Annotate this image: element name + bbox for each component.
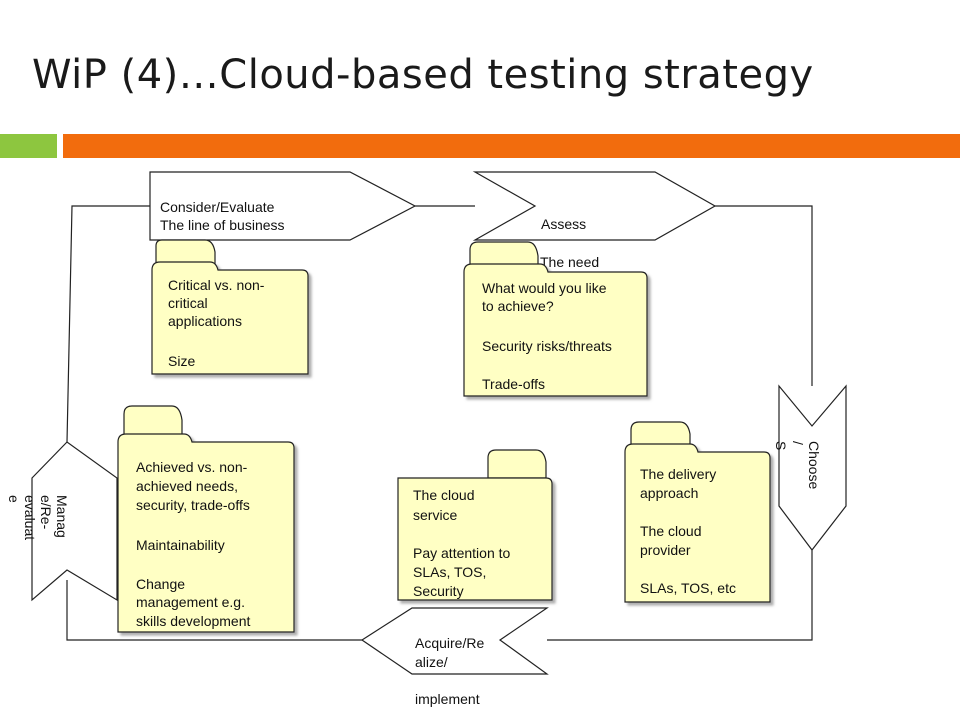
achieved-text-line4: Maintainability (136, 537, 225, 553)
achieved-text-line1: Achieved vs. non- (136, 459, 248, 475)
choose-slash: / (790, 441, 806, 445)
choose-label: Choose (806, 441, 822, 489)
acquire-label-line2: alize/ (415, 654, 448, 670)
folder-delivery-approach: The delivery approach The cloud provider… (624, 421, 771, 603)
achieve-text-line3: Security risks/threats (482, 338, 612, 354)
manage-label-line3: evaluat (22, 495, 38, 540)
achieved-text-line3: security, trade-offs (136, 497, 250, 513)
manage-label-line4: e (6, 495, 22, 503)
service-text-line1: The cloud (413, 487, 474, 503)
manage-label-line1: Manag (54, 495, 70, 538)
folder-needs-assessment: The need What would you like to achieve?… (463, 241, 648, 397)
folder-cloud-service: The cloud service Pay attention to SLAs,… (397, 449, 553, 601)
service-text-line5: Security (413, 583, 464, 599)
folder-achieved-needs: Achieved vs. non- achieved needs, securi… (117, 405, 295, 633)
folder-critical-applications: Critical vs. non- critical applications … (151, 239, 309, 375)
service-text-line4: SLAs, TOS, (413, 564, 486, 580)
achieve-text-line1: What would you like (482, 280, 607, 296)
critical-text-line1: Critical vs. non- (168, 277, 265, 293)
delivery-text-line5: SLAs, TOS, etc (640, 580, 736, 596)
service-text-line3: Pay attention to (413, 545, 511, 561)
achieved-text-line7: skills development (136, 613, 250, 629)
achieved-text-line5: Change (136, 576, 185, 592)
choose-hidden-text: S (773, 441, 789, 450)
achieve-text-line4: Trade-offs (482, 376, 545, 392)
manage-step-chevron: Manag e/Re- evaluat e (6, 441, 118, 602)
acquire-label-line3: implement (415, 691, 480, 707)
critical-text-line3: applications (168, 313, 242, 329)
acquire-step-chevron: Acquire/Re alize/ implement (360, 607, 549, 707)
accent-bar-orange (63, 134, 960, 158)
achieved-text-line6: management e.g. (136, 594, 245, 610)
service-text-line2: service (413, 507, 458, 523)
acquire-label-line1: Acquire/Re (415, 635, 484, 651)
consider-label-line2: The line of business (160, 217, 285, 233)
assess-label: Assess (541, 216, 586, 232)
manage-label-line2: e/Re- (38, 495, 54, 530)
assess-step-chevron: Assess (472, 171, 717, 241)
critical-text-line2: critical (168, 295, 208, 311)
choose-step-chevron: Choose / S (773, 384, 847, 551)
consider-label-line1: Consider/Evaluate (160, 199, 275, 215)
achieve-text-line2: to achieve? (482, 298, 554, 314)
delivery-text-line2: approach (640, 485, 698, 501)
consider-step-arrow: Consider/Evaluate The line of business (149, 171, 417, 241)
achieved-text-line2: achieved needs, (136, 478, 238, 494)
slide-title: WiP (4)…Cloud-based testing strategy (32, 52, 814, 98)
delivery-text-line4: provider (640, 542, 691, 558)
delivery-text-line1: The delivery (640, 466, 716, 482)
critical-text-line4: Size (168, 353, 195, 369)
delivery-text-line3: The cloud (640, 523, 701, 539)
accent-bar-green (0, 134, 57, 158)
cycle-connectors (66, 205, 813, 641)
assess-hidden-text: The need (540, 254, 599, 270)
